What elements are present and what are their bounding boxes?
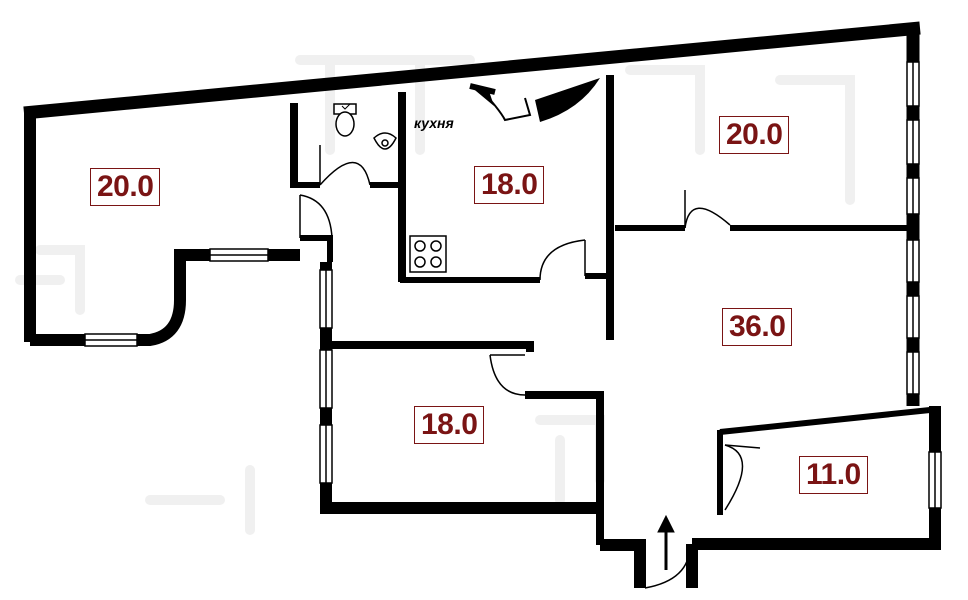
- wall-left-south: [30, 249, 300, 346]
- wall-outer-north: [23, 21, 921, 120]
- stove-icon: [409, 235, 447, 273]
- wall-small-north: [719, 407, 931, 435]
- room-north-east-area-label: 20.0: [719, 116, 790, 154]
- sink-icon: [373, 132, 397, 150]
- wall-south-room-north: [330, 341, 534, 352]
- windows: [84, 61, 942, 509]
- kitchen-area-label: 18.0: [474, 166, 545, 204]
- kitchen-name-label: кухня: [414, 115, 454, 131]
- wall-entrance-west: [600, 539, 646, 588]
- hall-area-label: 36.0: [722, 308, 793, 346]
- room-south-area-label: 18.0: [414, 406, 485, 444]
- room-small-area-label: 11.0: [799, 456, 868, 494]
- doors: [299, 145, 761, 589]
- wall-south-room-east: [525, 391, 604, 545]
- toilet-icon: [333, 103, 357, 137]
- balcony-door: [470, 78, 600, 122]
- room-west-area-label: 20.0: [90, 168, 161, 206]
- wall-left-east-lower: [300, 235, 333, 262]
- entrance-arrow-icon: [657, 514, 675, 570]
